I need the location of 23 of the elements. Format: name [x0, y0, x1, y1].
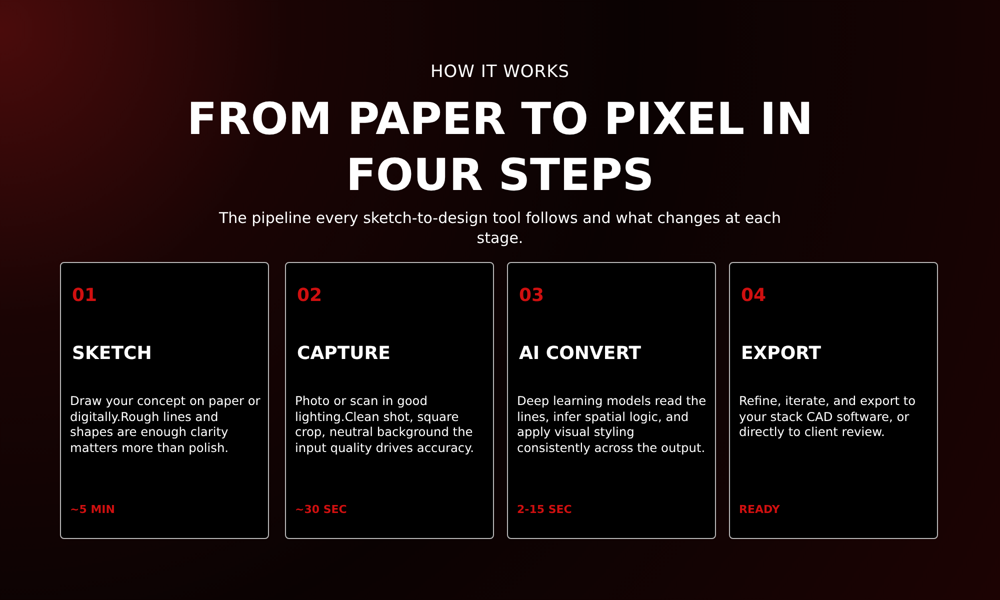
step-description: Deep learning models read the lines, infer spatial logic, and apply visual styling consistently across the output. [517, 394, 708, 456]
step-description: Refine, iterate, and export to your stack CAD software, or directly to client review. [739, 394, 917, 440]
step-description: Photo or scan in good lighting.Clean shot, square crop, neutral background the input quality drives accuracy. [295, 394, 475, 456]
main-title: FROM PAPER TO PIXEL IN FOUR STEPS [186, 93, 814, 203]
subtitle: The pipeline every sketch-to-design tool follows and what changes at each stage. [218, 208, 782, 248]
step-number: 01 [72, 285, 98, 306]
step-title: SKETCH [72, 343, 152, 364]
step-title: EXPORT [741, 343, 821, 364]
step-number: 02 [297, 285, 322, 306]
step-card [729, 262, 938, 539]
step-duration: ~30 SEC [295, 503, 347, 516]
step-duration: 2-15 SEC [517, 503, 572, 516]
step-card [60, 262, 269, 539]
step-description: Draw your concept on paper or digitally.Rough lines and shapes are enough clarity matters more than polish. [70, 394, 262, 456]
step-title: AI CONVERT [519, 343, 642, 364]
step-card [507, 262, 716, 539]
step-title: CAPTURE [297, 343, 390, 364]
step-duration: READY [739, 503, 780, 516]
step-card [285, 262, 494, 539]
step-number: 04 [741, 285, 766, 306]
section-kicker: HOW IT WORKS [429, 62, 571, 82]
step-duration: ~5 MIN [70, 503, 115, 516]
step-number: 03 [519, 285, 544, 306]
